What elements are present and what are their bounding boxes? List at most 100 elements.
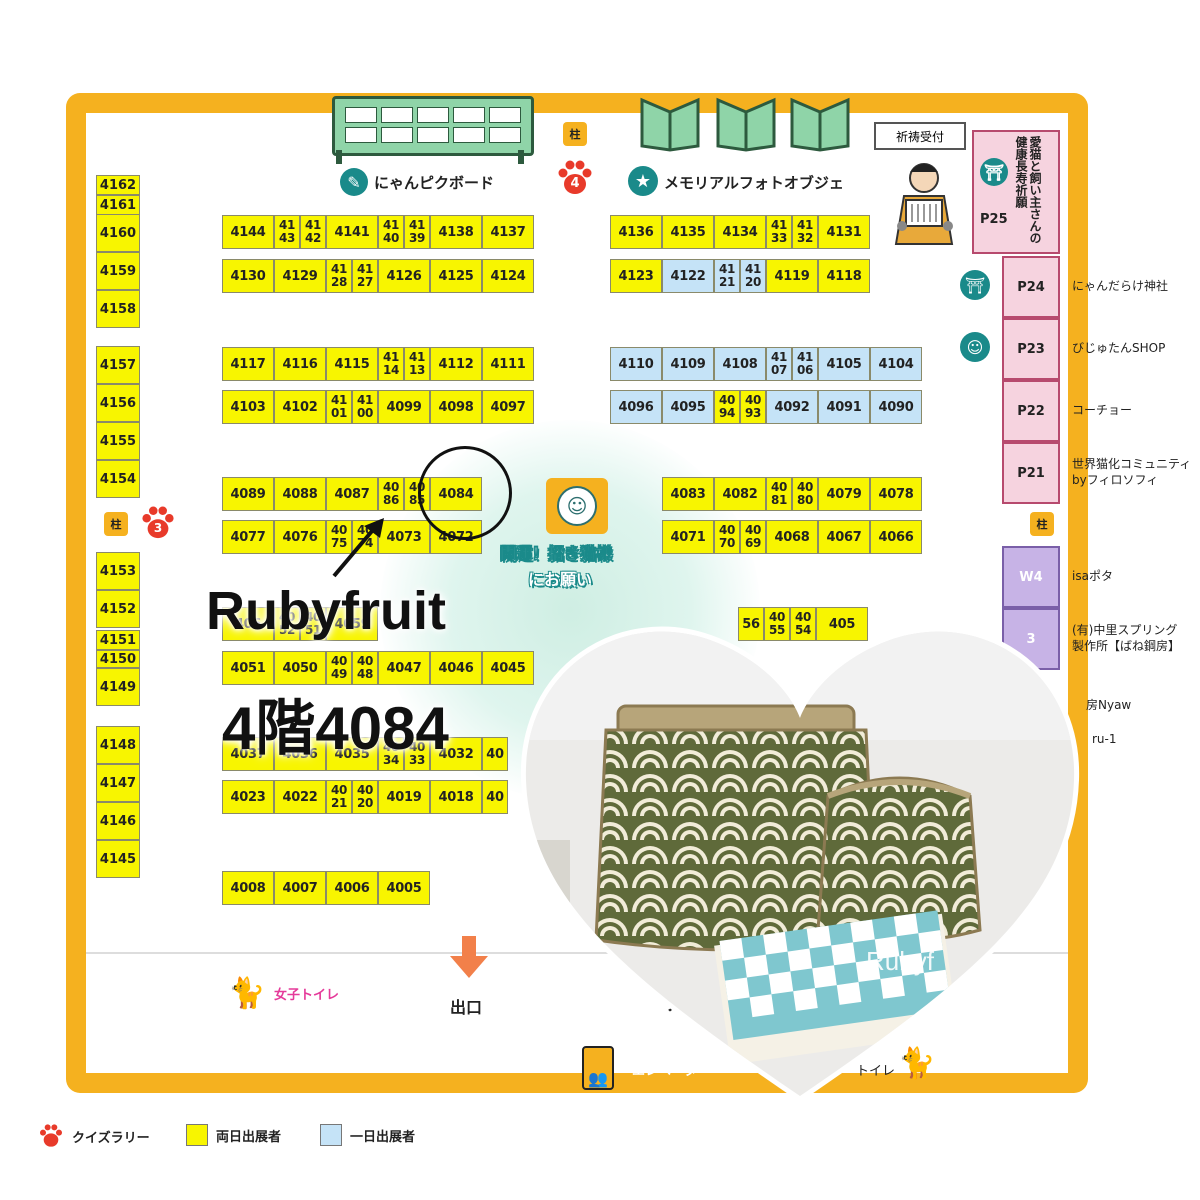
booth-row5_right: 4078	[870, 477, 922, 511]
booth-row5_left: 4088	[274, 477, 326, 511]
photo-object-icon	[716, 96, 776, 152]
booth-row1_right: 4135	[662, 215, 714, 249]
booth-row2_left: 4125	[430, 259, 482, 293]
product-photo: Rubyf	[510, 600, 1090, 1103]
booth-row9_left: 4032	[430, 737, 482, 771]
booth-left-column: 4146	[96, 802, 140, 840]
legend-both-label: 両日出展者	[216, 1129, 282, 1145]
pin-icon: ✎	[340, 168, 368, 196]
booth-row5_left: 4089	[222, 477, 274, 511]
prayer-vertical-text: 愛猫と飼い主さんの健康長寿祈願	[1014, 136, 1042, 244]
exit-label: 出口	[450, 998, 483, 1017]
booth-row5_left: 4087	[326, 477, 378, 511]
booth-row8_left: 4047	[378, 651, 430, 685]
quiz-number: 3	[153, 521, 163, 535]
booth-row4_left: 4102	[274, 390, 326, 424]
booth-row11_left: 4007	[274, 871, 326, 905]
booth-row8_left: 4046	[430, 651, 482, 685]
pillar: 柱	[1030, 512, 1054, 536]
booth-row4_right: 4095	[662, 390, 714, 424]
shrine-gate-icon: ⛩	[960, 270, 990, 300]
legend-both-days: 両日出展者	[186, 1124, 281, 1146]
booth-row9_left: 40	[482, 737, 508, 771]
prayer-booth: P23	[1002, 318, 1060, 380]
booth-left-column: 4150	[96, 650, 140, 668]
booth-left-column: 4156	[96, 384, 140, 422]
booth-left-column: 4145	[96, 840, 140, 878]
booth-row6_left: 4073	[378, 520, 430, 554]
booth-row7_left: 4059	[326, 607, 378, 641]
shop-name: Rubyfruit	[206, 581, 446, 641]
booth-row3_right: 4104	[870, 347, 922, 381]
booth-row6_right: 4068	[766, 520, 818, 554]
lucky-cat-label-1: 開運！招き猫様	[500, 544, 613, 564]
legend-quiz-label: クイズラリー	[72, 1130, 150, 1146]
booth-row2_right: 4123	[610, 259, 662, 293]
partial-label: ru-1	[1092, 732, 1117, 746]
booth-row9_left: 4037	[222, 737, 274, 771]
booth-row4_right: 4090	[870, 390, 922, 424]
booth-row8_left: 4045	[482, 651, 534, 685]
booth-left-column: 4147	[96, 764, 140, 802]
photo-label: メモリアルフォトオブジェ	[664, 174, 844, 192]
booth-name: isaポタ	[1072, 569, 1113, 583]
booth-row3_left: 4116	[274, 347, 326, 381]
partial-label: 房Nyaw	[1086, 698, 1132, 712]
booth-row10_left: 4019	[378, 780, 430, 814]
cat-icon: 🐈	[228, 976, 266, 1011]
legend-one-day: 一日出展者	[320, 1124, 415, 1146]
arrow-icon	[328, 514, 388, 580]
board-legs	[518, 150, 524, 164]
booth-row2_left: 4129	[274, 259, 326, 293]
booth-row1_left: 4138	[430, 215, 482, 249]
booth-row3_right: 4105	[818, 347, 870, 381]
quiz-paw-icon: 4	[556, 160, 594, 196]
booth-row11_left: 4006	[326, 871, 378, 905]
booth-left-column: 4160	[96, 214, 140, 252]
quiz-paw-icon: 3	[140, 506, 176, 540]
booth-row7_right: 56	[738, 607, 764, 641]
booth-row4_left: 4098	[430, 390, 482, 424]
shrine-icon: ⛩	[980, 158, 1008, 186]
booth-row3_left: 4115	[326, 347, 378, 381]
booth-left-column: 4151	[96, 630, 140, 650]
photo-object-icon	[790, 96, 850, 152]
booth-left-column: 4162	[96, 175, 140, 195]
highlight-circle	[418, 446, 512, 540]
elevator-label: エレベーター	[632, 1064, 711, 1079]
booth-row1_left: 4141	[326, 215, 378, 249]
star-icon: ★	[628, 166, 658, 196]
booth-name: びじゅたんSHOP	[1072, 341, 1166, 355]
booth-row2_left: 4130	[222, 259, 274, 293]
paw-icon	[40, 1124, 62, 1147]
booth-row11_left: 4005	[378, 871, 430, 905]
booth-left-column: 4148	[96, 726, 140, 764]
booth-left-column: 4149	[96, 668, 140, 706]
booth-row11_left: 4008	[222, 871, 274, 905]
prayer-booth: P24	[1002, 256, 1060, 318]
booth-row1_right: 4134	[714, 215, 766, 249]
booth-row6_right: 4066	[870, 520, 922, 554]
board-legs	[336, 150, 342, 164]
booth-left-column: 4154	[96, 460, 140, 498]
elevator-icon: 👥	[582, 1046, 614, 1090]
booth-row4_left: 4103	[222, 390, 274, 424]
booth-row2_right: 4119	[766, 259, 818, 293]
